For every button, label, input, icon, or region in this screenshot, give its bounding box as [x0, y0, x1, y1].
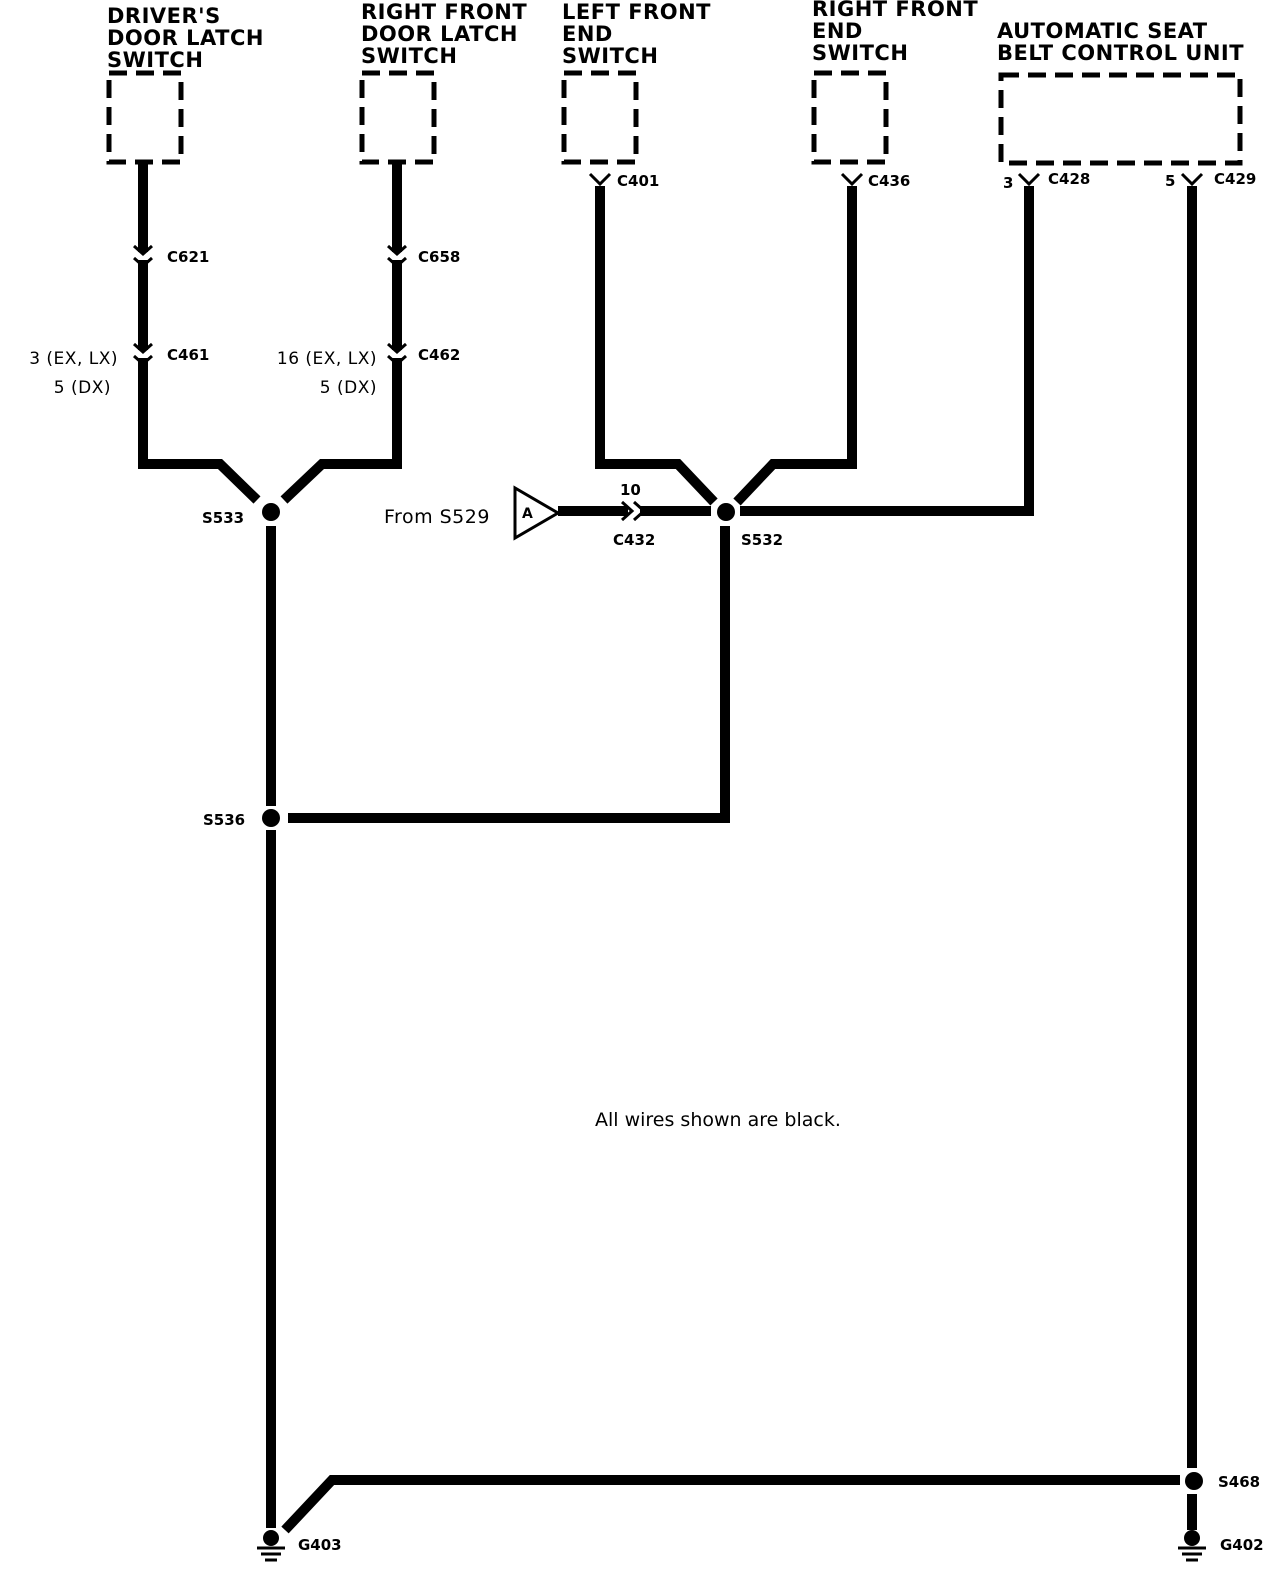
connector-c461-label: C461 [167, 346, 209, 364]
left-front-end-switch-title: LEFT FRONT END SWITCH [562, 0, 719, 68]
title-line: RIGHT FRONT [361, 0, 527, 24]
splice-s536-dot [262, 809, 280, 827]
pin-c461-line2: 5 (DX) [54, 378, 111, 398]
connector-c428-icon [1017, 172, 1041, 187]
splice-s532-dot [717, 503, 735, 521]
splice-s536-label: S536 [203, 811, 245, 829]
connector-c432-label: C432 [613, 531, 655, 549]
wire-right-front-end [733, 186, 857, 506]
left-front-end-switch-box [561, 70, 639, 165]
pin-c461-line1: 3 (EX, LX) [29, 349, 118, 369]
offpage-label: From S529 [384, 506, 490, 528]
ground-g403-label: G403 [298, 1536, 342, 1554]
connector-c429-label: C429 [1214, 170, 1256, 188]
offpage-connector-icon [513, 485, 561, 541]
pin-c432-label: 10 [620, 481, 641, 499]
drivers-door-latch-switch-box [106, 70, 184, 165]
splice-s468-label: S468 [1218, 1473, 1260, 1491]
seat-belt-control-unit-box [998, 72, 1243, 166]
splice-s533-label: S533 [202, 509, 244, 527]
pin-c428-label: 3 [1003, 174, 1013, 192]
seat-belt-control-unit-title: AUTOMATIC SEAT BELT CONTROL UNIT [997, 19, 1244, 65]
title-line: END [562, 22, 613, 46]
ground-g402-label: G402 [1220, 1536, 1264, 1554]
connector-c436-label: C436 [868, 172, 910, 190]
wire-right-front-door-latch [280, 162, 402, 504]
title-line: SWITCH [812, 41, 908, 65]
pin-c429-label: 5 [1165, 172, 1175, 190]
pin-c462-line2: 5 (DX) [320, 378, 377, 398]
right-front-door-latch-switch-box [359, 70, 437, 165]
wire-s536-s532 [288, 526, 730, 823]
right-front-door-latch-switch-title: RIGHT FRONT DOOR LATCH SWITCH [361, 0, 535, 68]
right-front-end-switch-title: RIGHT FRONT END SWITCH [812, 0, 986, 65]
title-line: SWITCH [562, 44, 658, 68]
connector-c658-icon [387, 244, 407, 269]
wire-color-note: All wires shown are black. [595, 1109, 841, 1131]
title-line: SWITCH [361, 44, 457, 68]
wire-drivers-door-latch [138, 162, 261, 504]
title-line: DOOR LATCH [361, 22, 518, 46]
connector-c462-icon [387, 342, 407, 367]
splice-s468-dot [1185, 1472, 1203, 1490]
connector-c621-label: C621 [167, 248, 209, 266]
title-line: RIGHT FRONT [812, 0, 978, 21]
connector-c436-icon [840, 172, 864, 187]
drivers-door-latch-switch-title: DRIVER'S DOOR LATCH SWITCH [107, 4, 272, 72]
connector-c428-label: C428 [1048, 170, 1090, 188]
connector-c621-icon [133, 244, 153, 269]
connector-c401-label: C401 [617, 172, 659, 190]
title-line: DOOR LATCH [107, 26, 264, 50]
title-line: END [812, 19, 863, 43]
connector-c462-label: C462 [418, 346, 460, 364]
splice-s532-label: S532 [741, 531, 783, 549]
connector-c401-icon [588, 172, 612, 187]
offpage-letter: A [522, 506, 533, 522]
connector-c658-label: C658 [418, 248, 460, 266]
connector-c432-icon [620, 500, 647, 522]
title-line: BELT CONTROL UNIT [997, 41, 1244, 65]
splice-s533-dot [262, 503, 280, 521]
right-front-end-switch-box [811, 70, 889, 165]
connector-c429-icon [1180, 172, 1204, 187]
title-line: AUTOMATIC SEAT [997, 19, 1208, 43]
wire-left-front-end [595, 186, 718, 506]
title-line: SWITCH [107, 48, 203, 72]
connector-c461-icon [133, 342, 153, 367]
wire-s532-c428 [740, 186, 1034, 516]
title-line: LEFT FRONT [562, 0, 711, 24]
title-line: DRIVER'S [107, 4, 221, 28]
ground-g402-icon [1178, 1530, 1206, 1562]
pin-c462-line1: 16 (EX, LX) [277, 349, 377, 369]
wire-s468-g403 [281, 1475, 1180, 1534]
ground-g403-icon [257, 1530, 285, 1562]
